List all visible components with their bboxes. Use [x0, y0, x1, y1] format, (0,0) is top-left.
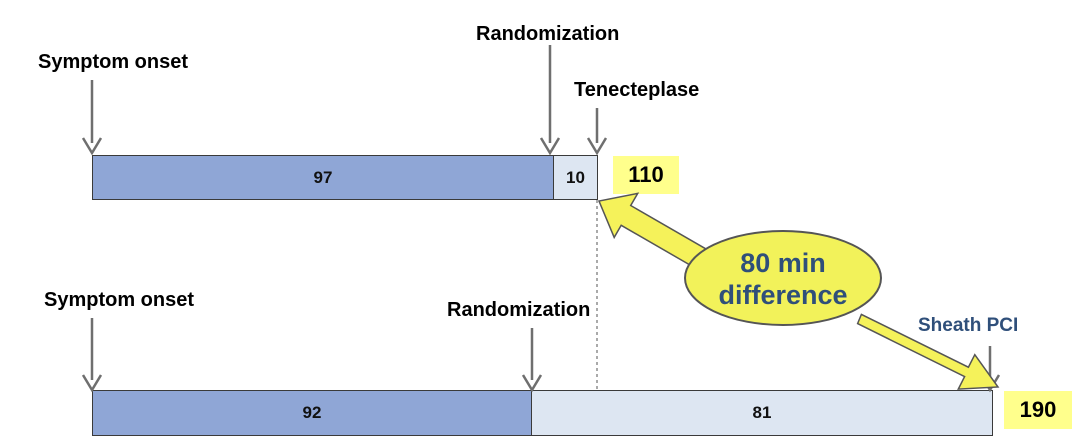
difference-arrow-to-bottom	[856, 313, 1000, 390]
top-tenecteplase-arrow	[586, 108, 608, 156]
top-segment-onset-to-randomization: 97	[92, 155, 554, 200]
top-total-time: 110	[613, 156, 679, 194]
top-segment-randomization-to-tenecteplase: 10	[553, 155, 598, 200]
top-randomization-arrow	[539, 45, 561, 156]
bottom-symptom-onset-label: Symptom onset	[44, 289, 195, 311]
bottom-segment-onset-to-randomization: 92	[92, 390, 532, 436]
difference-text: 80 min difference	[693, 247, 873, 311]
top-randomization-label: Randomization	[476, 23, 620, 45]
difference-line-2: difference	[718, 280, 848, 310]
bottom-randomization-label: Randomization	[447, 299, 591, 321]
top-tenecteplase-label: Tenecteplase	[574, 79, 700, 101]
top-symptom-onset-label: Symptom onset	[38, 51, 189, 73]
difference-line-1: 80 min	[740, 248, 826, 278]
top-symptom-onset-arrow	[81, 80, 103, 156]
bottom-symptom-onset-arrow	[81, 318, 103, 393]
difference-arrow-to-top	[597, 192, 710, 272]
bottom-randomization-arrow	[521, 328, 543, 393]
difference-bubble	[684, 230, 882, 326]
bottom-segment-randomization-to-sheath-pci: 81	[531, 390, 993, 436]
bottom-total-time: 190	[1004, 391, 1072, 429]
bottom-sheath-pci-label: Sheath PCI	[918, 315, 1019, 336]
